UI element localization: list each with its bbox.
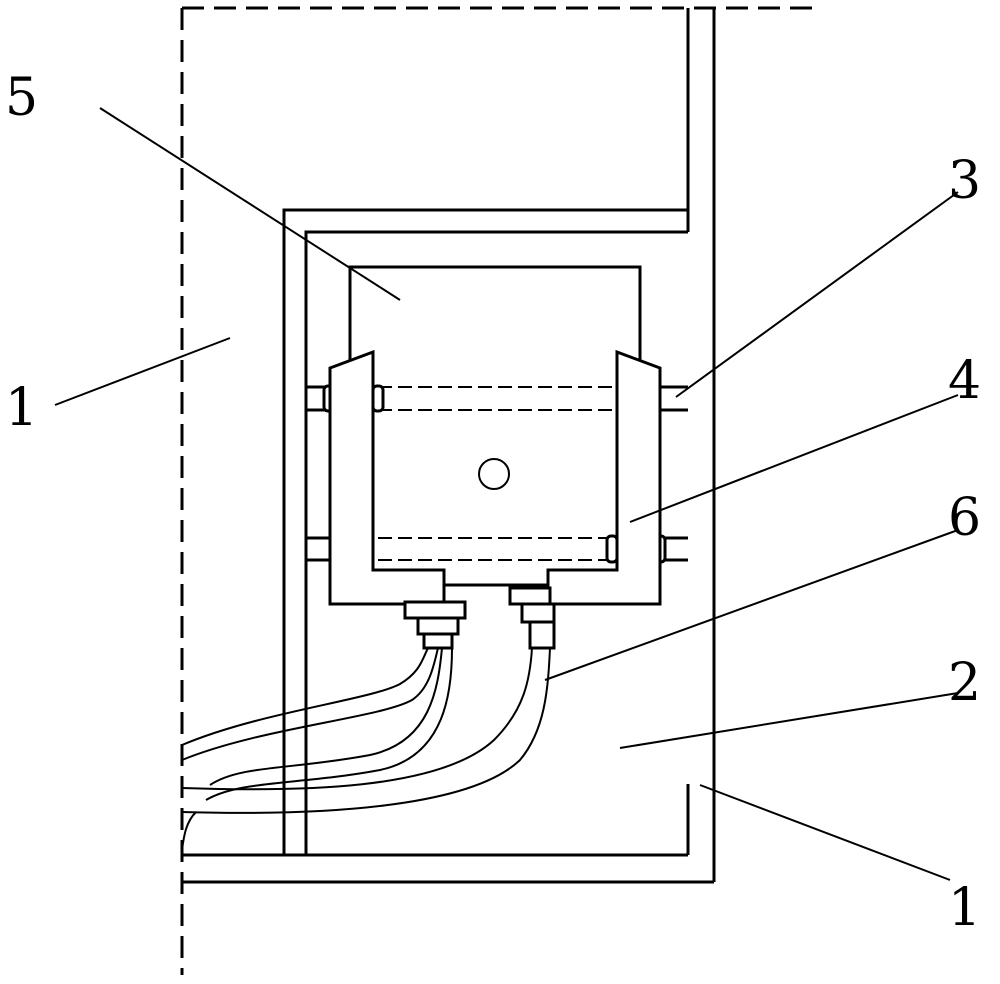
hose-3-upper — [181, 647, 533, 791]
hose-1-lower — [181, 647, 439, 761]
label-6: 6 — [948, 488, 981, 548]
left-fitting-tip — [422, 632, 454, 650]
label-4: 4 — [948, 351, 981, 411]
label-3: 3 — [948, 151, 981, 211]
label-5: 5 — [5, 68, 38, 128]
label-2: 2 — [948, 653, 981, 713]
leader-6 — [544, 529, 959, 681]
left-fitting-body — [416, 616, 460, 636]
hose-1-upper — [181, 647, 429, 746]
leader-4 — [629, 394, 959, 523]
hose-3-lower — [181, 647, 551, 814]
right-fitting-nut — [520, 602, 556, 624]
mounting-frame — [282, 208, 690, 855]
right-fitting-top — [508, 586, 552, 606]
dashed-boundary — [180, 6, 815, 975]
hose-tail — [181, 811, 197, 851]
label-1-bottom: 1 — [948, 878, 981, 938]
leader-1-left — [54, 337, 231, 406]
hose-2-lower — [205, 647, 453, 801]
leader-1-bottom — [699, 784, 951, 881]
hose-2-upper — [209, 647, 443, 786]
frame-wall — [182, 8, 716, 884]
left-fitting-nut — [403, 600, 467, 620]
left-clamp-jaw — [328, 349, 446, 606]
label-1-left: 1 — [5, 378, 38, 438]
hoses — [181, 647, 551, 851]
center-hole — [478, 458, 510, 490]
leader-lines — [54, 107, 959, 881]
leader-3 — [675, 191, 959, 398]
leader-2 — [619, 692, 959, 749]
reference-labels: 5 3 4 6 2 1 1 — [5, 68, 981, 938]
central-body — [371, 365, 619, 587]
right-fitting-body — [528, 620, 556, 650]
right-clamp-jaw — [546, 349, 662, 606]
leader-5 — [99, 107, 401, 301]
upper-block — [348, 265, 642, 365]
